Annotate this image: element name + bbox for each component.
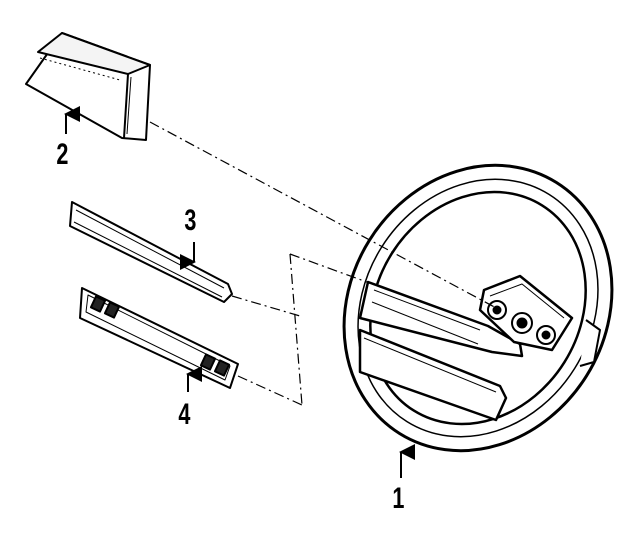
steering-wheel-part-1 — [342, 163, 614, 453]
alignment-lines — [149, 121, 501, 406]
callout-number-1: 1 — [392, 482, 405, 515]
callout-number-3: 3 — [184, 204, 197, 237]
trim-strip-part-3 — [69, 201, 233, 303]
callout-number-2: 2 — [56, 138, 69, 171]
callout-arrows — [64, 106, 415, 478]
horn-pad-part-2 — [25, 32, 151, 141]
callout-number-4: 4 — [178, 398, 191, 431]
switch-bezel-part-4 — [79, 287, 239, 389]
